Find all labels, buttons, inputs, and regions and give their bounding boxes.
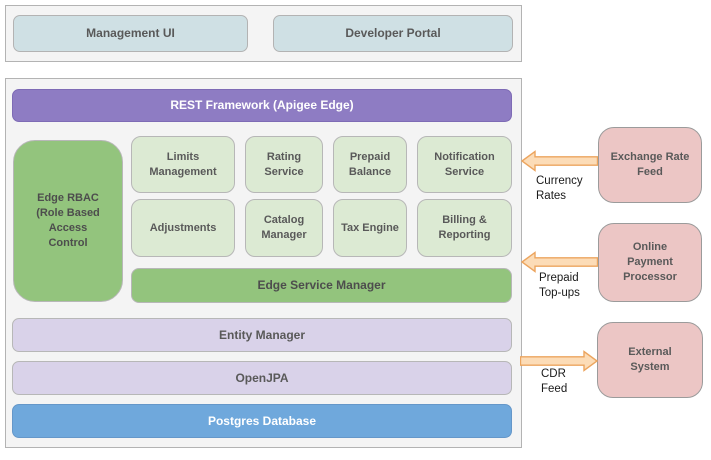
service-label: Billing & Reporting xyxy=(438,214,491,241)
edge-rbac-label: Edge RBAC (Role Based Access Control xyxy=(36,192,100,249)
management-ui-box: Management UI xyxy=(13,15,248,52)
service-box-adjustments: Adjustments xyxy=(131,199,235,257)
postgres-database-label: Postgres Database xyxy=(207,413,317,428)
right-arrow-icon xyxy=(520,350,598,372)
service-label: Tax Engine xyxy=(341,221,399,234)
service-box-catalog-manager: Catalog Manager xyxy=(245,199,323,257)
service-label: Adjustments xyxy=(149,221,217,234)
external-system-box: External System xyxy=(597,322,703,398)
service-label: Rating Service xyxy=(264,150,304,178)
client-layer-container: Management UI Developer Portal xyxy=(5,5,522,62)
service-box-tax-engine: Tax Engine xyxy=(333,199,407,257)
service-label: Limits Management xyxy=(149,150,217,178)
openjpa-bar: OpenJPA xyxy=(12,361,512,395)
currency-rates-arrow xyxy=(521,150,598,172)
rest-framework-label: REST Framework (Apigee Edge) xyxy=(170,98,354,113)
service-box-notification-service: Notification Service xyxy=(417,136,512,193)
edge-rbac-box: Edge RBAC (Role Based Access Control xyxy=(13,140,123,302)
external-system-label: External System xyxy=(628,346,672,373)
left-arrow-icon xyxy=(521,150,598,172)
service-box-prepaid-balance: Prepaid Balance xyxy=(333,136,407,193)
cdr-feed-arrow xyxy=(520,350,598,372)
exchange-rate-feed-box: Exchange Rate Feed xyxy=(598,127,702,203)
currency-rates-flow-label: Currency Rates xyxy=(536,175,583,202)
entity-manager-bar: Entity Manager xyxy=(12,318,512,352)
cdr-feed-flow-label: CDR Feed xyxy=(541,368,568,395)
prepaid-topups-arrow xyxy=(521,251,598,273)
left-arrow-icon xyxy=(521,251,598,273)
online-payment-processor-box: Online Payment Processor xyxy=(598,223,702,302)
service-box-rating-service: Rating Service xyxy=(245,136,323,193)
prepaid-topups-flow-label: Prepaid Top-ups xyxy=(539,272,580,299)
service-box-billing-reporting: Billing & Reporting xyxy=(417,199,512,257)
edge-service-manager-bar: Edge Service Manager xyxy=(131,268,512,303)
management-ui-label: Management UI xyxy=(86,26,175,41)
service-label: Catalog Manager xyxy=(261,214,307,241)
platform-container: REST Framework (Apigee Edge) Edge RBAC (… xyxy=(5,78,522,448)
developer-portal-box: Developer Portal xyxy=(273,15,513,52)
rest-framework-bar: REST Framework (Apigee Edge) xyxy=(12,89,512,122)
service-box-limits-management: Limits Management xyxy=(131,136,235,193)
entity-manager-label: Entity Manager xyxy=(218,327,305,342)
edge-service-manager-label: Edge Service Manager xyxy=(257,278,386,293)
developer-portal-label: Developer Portal xyxy=(345,26,441,41)
online-payment-processor-label: Online Payment Processor xyxy=(623,241,677,283)
openjpa-label: OpenJPA xyxy=(235,370,289,385)
exchange-rate-feed-label: Exchange Rate Feed xyxy=(610,151,690,178)
service-label: Notification Service xyxy=(434,150,495,178)
postgres-database-bar: Postgres Database xyxy=(12,404,512,438)
service-label: Prepaid Balance xyxy=(348,150,392,178)
